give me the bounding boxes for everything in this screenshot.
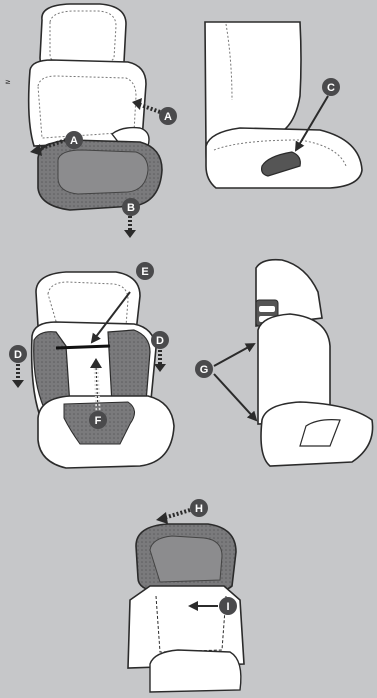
badge-f-label: F [95,415,102,427]
badge-f: F [89,411,107,429]
badge-c-label: C [327,82,335,94]
badge-b: B [122,198,140,216]
panel-3-front-view [32,272,174,468]
step-h-arrow-icon [156,510,190,524]
badge-h: H [190,499,208,517]
badge-a-1: A [65,131,83,149]
panel-2-side-view [205,22,362,188]
panel-1-seat-overview [29,4,162,210]
step-d-left-arrow-icon [12,364,24,388]
badge-a-2: A [159,107,177,125]
badge-g: G [195,360,213,378]
badge-g-label: G [200,364,209,376]
badge-i-label: I [226,601,229,613]
badge-b-label: B [127,202,135,214]
badge-d-1: D [9,345,27,363]
badge-e-label: E [141,266,148,278]
panel-4-side-view [214,260,373,466]
badge-c: C [322,78,340,96]
badge-d-2: D [151,331,169,349]
badge-d-2-label: D [156,335,164,347]
badge-e: E [136,262,154,280]
badge-a-1-label: A [70,135,78,147]
badge-i: I [219,597,237,615]
badge-a-2-label: A [164,111,172,123]
badge-d-1-label: D [14,349,22,361]
badge-h-label: H [195,503,203,515]
